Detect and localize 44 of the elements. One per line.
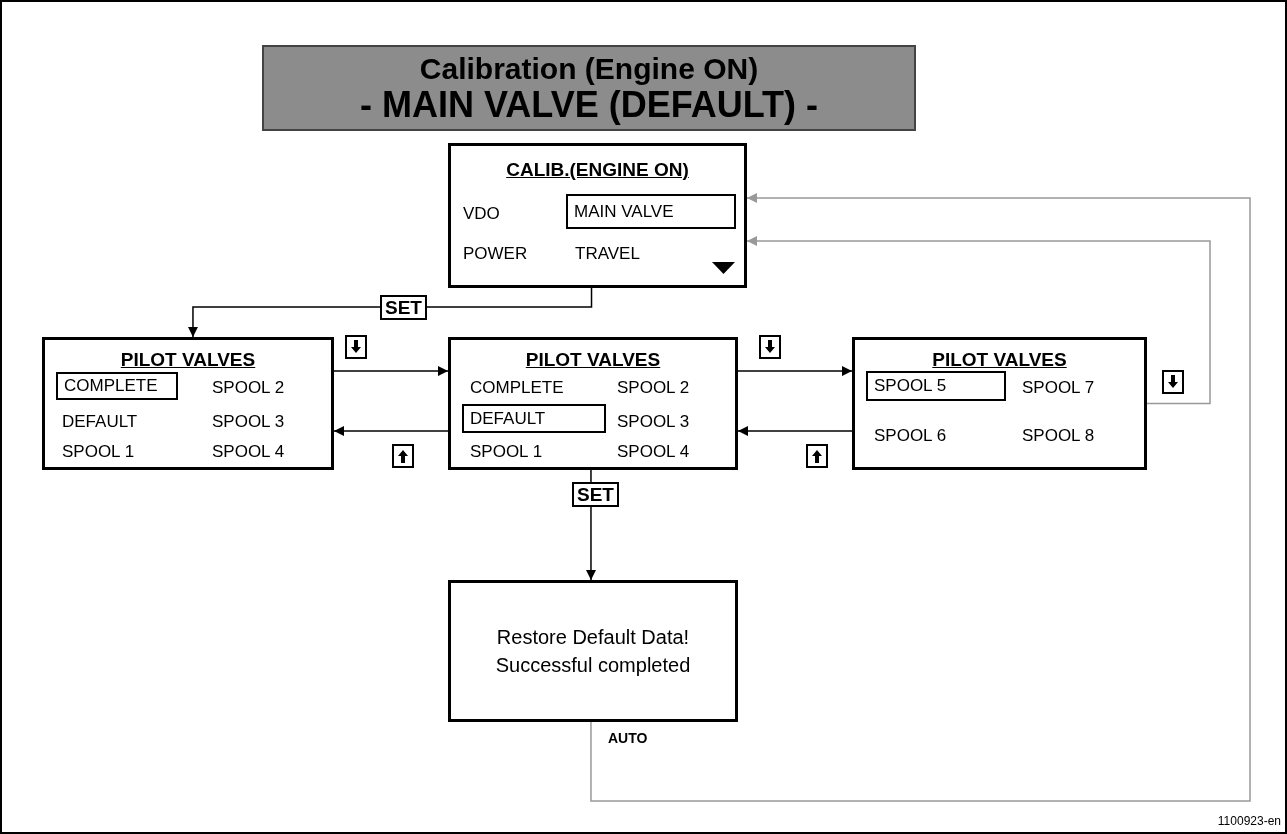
menu-item: DEFAULT (62, 412, 138, 432)
selected-menu-item: COMPLETE (56, 372, 178, 400)
key-label: SET (572, 482, 619, 507)
screen-heading: PILOT VALVES (932, 350, 1067, 370)
edge-label: AUTO (608, 730, 648, 746)
title-banner (262, 45, 916, 131)
menu-item: SPOOL 2 (212, 378, 285, 398)
menu-item: POWER (463, 244, 528, 264)
screen-panel (448, 143, 747, 288)
menu-item: SPOOL 4 (617, 442, 690, 462)
menu-item: SPOOL 6 (874, 426, 947, 446)
banner-title: Calibration (Engine ON) (419, 52, 759, 86)
arrow (333, 426, 449, 437)
menu-item: COMPLETE (470, 378, 564, 398)
arrow (333, 366, 449, 377)
arrow (746, 236, 1211, 405)
menu-item: SPOOL 2 (617, 378, 690, 398)
menu-item: SPOOL 1 (470, 442, 543, 462)
screen-heading: PILOT VALVES (120, 350, 256, 370)
selected-menu-item: SPOOL 5 (866, 371, 1006, 401)
menu-item: TRAVEL (575, 244, 640, 264)
arrow (590, 192, 1251, 802)
message-text: Restore Default Data! Successful completed (494, 625, 692, 678)
screen-panel (448, 337, 738, 470)
message-screen (448, 580, 738, 722)
screen-panel (42, 337, 334, 470)
screen-panel (852, 337, 1147, 470)
menu-item: SPOOL 3 (212, 412, 285, 432)
menu-item: VDO (463, 204, 500, 224)
menu-item: SPOOL 3 (617, 412, 690, 432)
menu-item: SPOOL 7 (1022, 378, 1095, 398)
key-label: SET (380, 295, 427, 320)
menu-item: SPOOL 4 (212, 442, 285, 462)
screen-heading: PILOT VALVES (525, 350, 661, 370)
arrow (737, 366, 853, 377)
figure-number: 1100923-en (1217, 814, 1281, 828)
banner-title: - MAIN VALVE (DEFAULT) - (360, 86, 818, 124)
arrow (187, 287, 593, 338)
screen-heading: CALIB.(ENGINE ON) (506, 160, 689, 180)
arrow (737, 426, 853, 437)
menu-item: SPOOL 8 (1022, 426, 1095, 446)
menu-item: SPOOL 1 (62, 442, 135, 462)
selected-menu-item: DEFAULT (462, 404, 606, 433)
selected-menu-item: MAIN VALVE (566, 194, 736, 229)
